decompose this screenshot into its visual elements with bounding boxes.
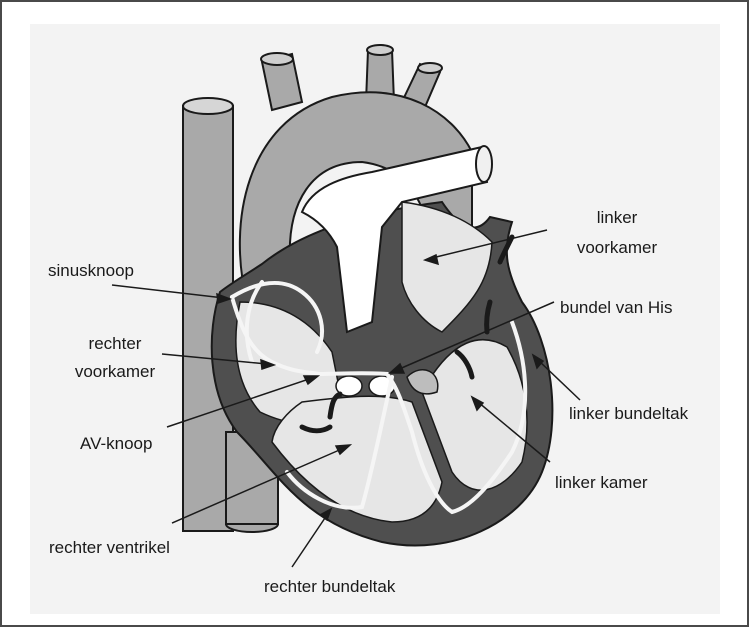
label-rechter-bundeltak: rechter bundeltak: [264, 576, 395, 597]
label-sinusknoop: sinusknoop: [48, 260, 134, 281]
label-linker-voorkamer-line1: linker: [562, 207, 672, 228]
label-linker-kamer: linker kamer: [555, 472, 648, 493]
label-linker-bundeltak: linker bundeltak: [569, 403, 688, 424]
pulmonary-opening: [476, 146, 492, 182]
label-av-knoop: AV-knoop: [80, 433, 152, 454]
label-linker-voorkamer-line2: voorkamer: [562, 237, 672, 258]
label-rechter-ventrikel: rechter ventrikel: [49, 537, 170, 558]
label-bundel-van-his: bundel van His: [560, 297, 672, 318]
label-rechter-voorkamer-line1: rechter: [60, 333, 170, 354]
label-rechter-voorkamer-line2: voorkamer: [60, 361, 170, 382]
